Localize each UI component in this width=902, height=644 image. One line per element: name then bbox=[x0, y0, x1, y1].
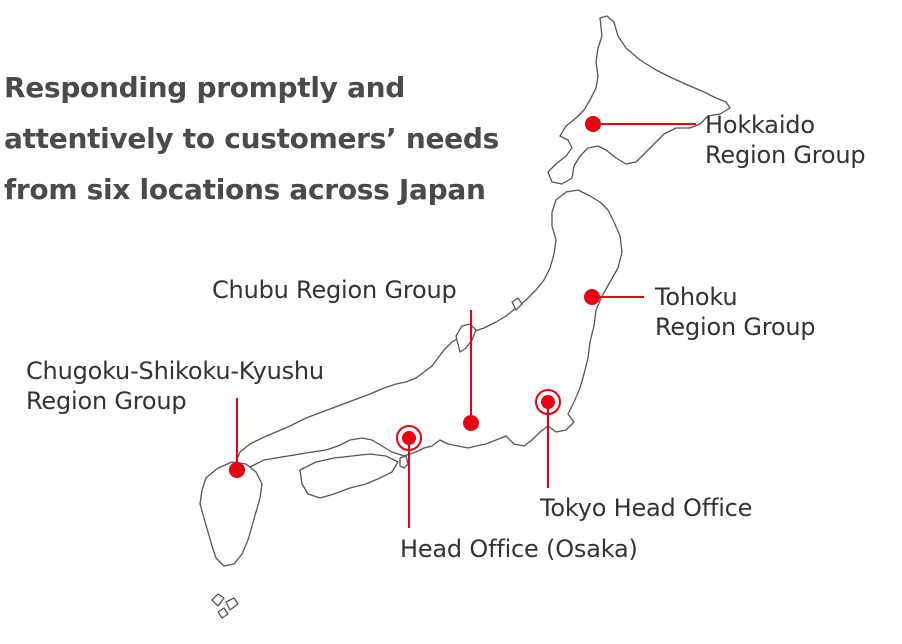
chubu-marker bbox=[463, 415, 479, 431]
sado-island-shape bbox=[511, 297, 523, 311]
osaka-label-line-1: Head Office (Osaka) bbox=[400, 535, 638, 563]
hokkaido-label-line-2: Region Group bbox=[705, 141, 866, 169]
hokkaido-marker bbox=[585, 116, 601, 132]
headline-line-2: attentively to customers’ needs bbox=[4, 122, 499, 155]
osaka-label: Head Office (Osaka) bbox=[400, 534, 638, 564]
tokyo-label: Tokyo Head Office bbox=[540, 493, 752, 523]
awaji-island-shape bbox=[399, 455, 409, 469]
chugoku-label: Chugoku-Shikoku-Kyushu Region Group bbox=[26, 356, 324, 416]
tohoku-label-line-2: Region Group bbox=[655, 313, 816, 341]
chubu-label-line-1: Chubu Region Group bbox=[212, 276, 457, 304]
chugoku-marker bbox=[229, 462, 245, 478]
kyushu-island-shape bbox=[199, 461, 263, 567]
honshu-island-shape bbox=[235, 189, 623, 471]
headline-line-3: from six locations across Japan bbox=[4, 173, 486, 206]
hokkaido-label: Hokkaido Region Group bbox=[705, 110, 866, 170]
southern-islands-shape bbox=[211, 593, 239, 619]
hokkaido-label-line-1: Hokkaido bbox=[705, 111, 815, 139]
headline-line-1: Responding promptly and bbox=[4, 71, 406, 104]
chubu-label: Chubu Region Group bbox=[212, 275, 457, 305]
tohoku-marker bbox=[584, 289, 600, 305]
headline: Responding promptly and attentively to c… bbox=[4, 62, 524, 215]
chugoku-label-line-1: Chugoku-Shikoku-Kyushu bbox=[26, 357, 324, 385]
tokyo-label-line-1: Tokyo Head Office bbox=[540, 494, 753, 522]
chugoku-label-line-2: Region Group bbox=[26, 387, 187, 415]
osaka-marker-ring bbox=[396, 425, 422, 451]
tokyo-marker bbox=[541, 395, 555, 409]
tohoku-label-line-1: Tohoku bbox=[655, 283, 738, 311]
tokyo-marker-ring bbox=[535, 389, 561, 415]
hokkaido-island-shape bbox=[547, 15, 731, 185]
tohoku-label: Tohoku Region Group bbox=[655, 282, 816, 342]
osaka-marker bbox=[402, 431, 416, 445]
shikoku-island-shape bbox=[299, 453, 399, 499]
